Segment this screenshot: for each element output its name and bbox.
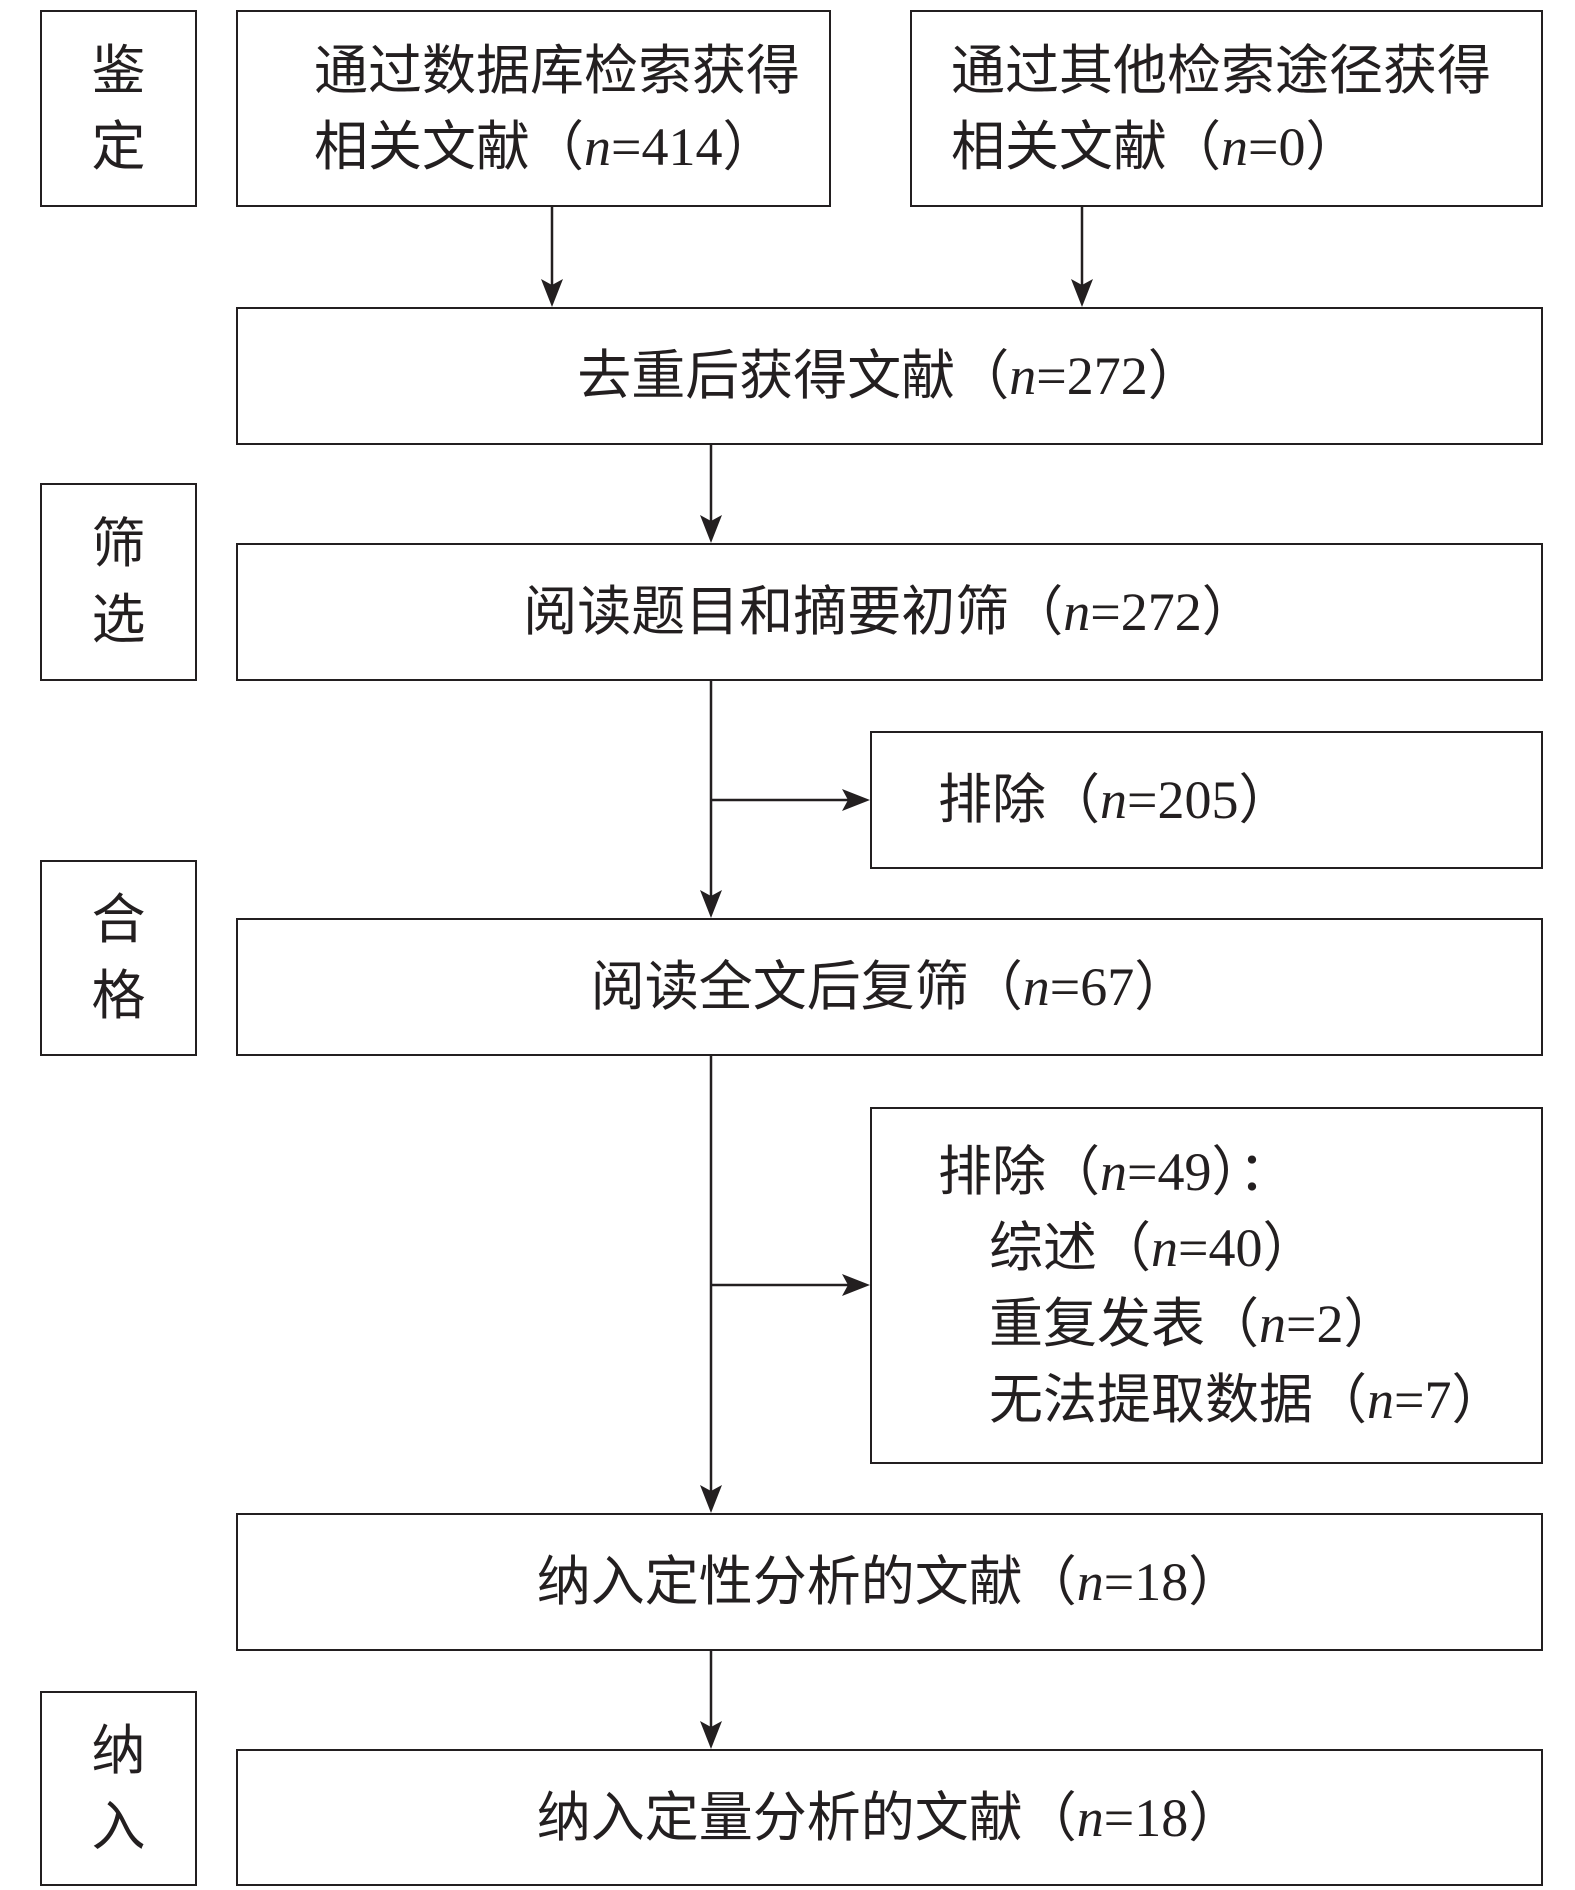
count-text: =7） bbox=[1394, 1369, 1506, 1430]
quantitative-box: 纳入定量分析的文献（n=18） bbox=[236, 1749, 1543, 1886]
count-text: =40） bbox=[1178, 1217, 1317, 1278]
arrowhead-icon bbox=[700, 1485, 722, 1513]
box-text: 重复发表（ bbox=[989, 1293, 1259, 1354]
arrowhead-icon bbox=[842, 789, 870, 811]
variable-n: n bbox=[1063, 582, 1091, 642]
box-line: 纳入定性分析的文献（n=18） bbox=[537, 1544, 1242, 1620]
count-text: =205） bbox=[1127, 770, 1293, 830]
stage-identification: 鉴定 bbox=[40, 10, 197, 207]
variable-n: n bbox=[1367, 1369, 1394, 1430]
variable-n: n bbox=[1100, 1141, 1127, 1202]
arrowhead-icon bbox=[700, 515, 722, 543]
stage-screening: 筛选 bbox=[40, 483, 197, 681]
stage-label: 合格 bbox=[91, 890, 146, 1026]
stage-label: 筛选 bbox=[91, 514, 146, 650]
box-line: 去重后获得文献（n=272） bbox=[577, 338, 1201, 414]
box-line: 纳入定量分析的文献（n=18） bbox=[537, 1780, 1242, 1856]
box-line: 通过其他检索途径获得 bbox=[951, 33, 1491, 109]
box-text: 通过其他检索途径获得 bbox=[951, 40, 1491, 101]
deduplicated-box: 去重后获得文献（n=272） bbox=[236, 307, 1543, 445]
variable-n: n bbox=[1151, 1217, 1178, 1278]
variable-n: n bbox=[1022, 957, 1050, 1017]
stage-eligibility: 合格 bbox=[40, 860, 197, 1056]
exclusion-heading: 排除（n=49）： bbox=[938, 1134, 1292, 1210]
exclusion-reason: 无法提取数据（n=7） bbox=[938, 1362, 1505, 1438]
variable-n: n bbox=[1100, 770, 1127, 830]
exclusion-reason: 重复发表（n=2） bbox=[938, 1286, 1397, 1362]
exclusion-reason: 综述（n=40） bbox=[938, 1210, 1316, 1286]
box-text: 纳入定性分析的文献（ bbox=[536, 1552, 1077, 1612]
stage-included: 纳入 bbox=[40, 1691, 197, 1886]
full-text-review-box: 阅读全文后复筛（n=67） bbox=[236, 918, 1543, 1056]
count-text: =18） bbox=[1103, 1552, 1243, 1612]
box-line: 阅读全文后复筛（n=67） bbox=[591, 949, 1188, 1025]
count-text: =2） bbox=[1286, 1293, 1398, 1354]
box-text: 相关文献（ bbox=[951, 116, 1221, 177]
qualitative-box: 纳入定性分析的文献（n=18） bbox=[236, 1513, 1543, 1651]
box-text: 阅读全文后复筛（ bbox=[590, 957, 1023, 1017]
count-text: =272） bbox=[1036, 346, 1202, 406]
arrowhead-icon bbox=[700, 1721, 722, 1749]
arrowhead-icon bbox=[541, 279, 563, 307]
box-line: 通过数据库检索获得 bbox=[314, 33, 800, 109]
arrowhead-icon bbox=[700, 890, 722, 918]
variable-n: n bbox=[1076, 1552, 1104, 1612]
box-line: 相关文献（n=414） bbox=[314, 109, 776, 185]
box-text: 通过数据库检索获得 bbox=[314, 40, 800, 101]
database-search-box: 通过数据库检索获得 相关文献（n=414） bbox=[236, 10, 831, 207]
variable-n: n bbox=[1259, 1293, 1286, 1354]
box-text: 无法提取数据（ bbox=[989, 1369, 1367, 1430]
count-text: =67） bbox=[1049, 957, 1189, 1017]
box-text: 综述（ bbox=[989, 1217, 1151, 1278]
excluded-full-text-box: 排除（n=49）： 综述（n=40） 重复发表（n=2） 无法提取数据（n=7） bbox=[870, 1107, 1543, 1464]
stage-label: 鉴定 bbox=[91, 40, 146, 177]
box-text: 去重后获得文献（ bbox=[577, 346, 1010, 406]
box-line: 相关文献（n=0） bbox=[951, 109, 1359, 185]
box-text: 阅读题目和摘要初筛（ bbox=[523, 582, 1064, 642]
arrowhead-icon bbox=[842, 1274, 870, 1296]
variable-n: n bbox=[1221, 116, 1248, 177]
box-text: 排除（ bbox=[938, 1141, 1100, 1202]
count-text: =272） bbox=[1090, 582, 1256, 642]
box-text: 相关文献（ bbox=[314, 116, 584, 177]
title-abstract-screen-box: 阅读题目和摘要初筛（n=272） bbox=[236, 543, 1543, 681]
variable-n: n bbox=[1076, 1787, 1104, 1848]
stage-label: 纳入 bbox=[91, 1720, 146, 1857]
count-text: =49）： bbox=[1127, 1141, 1293, 1202]
excluded-screen-box: 排除（n=205） bbox=[870, 731, 1543, 869]
count-text: =414） bbox=[611, 116, 777, 177]
box-text: 纳入定量分析的文献（ bbox=[536, 1787, 1077, 1848]
box-line: 阅读题目和摘要初筛（n=272） bbox=[523, 574, 1255, 650]
count-text: =18） bbox=[1103, 1787, 1243, 1848]
count-text: =0） bbox=[1248, 116, 1360, 177]
arrowhead-icon bbox=[1071, 279, 1093, 307]
variable-n: n bbox=[584, 116, 611, 177]
other-sources-box: 通过其他检索途径获得 相关文献（n=0） bbox=[910, 10, 1543, 207]
box-text: 排除（ bbox=[938, 770, 1100, 830]
variable-n: n bbox=[1009, 346, 1037, 406]
box-line: 排除（n=205） bbox=[938, 762, 1292, 838]
